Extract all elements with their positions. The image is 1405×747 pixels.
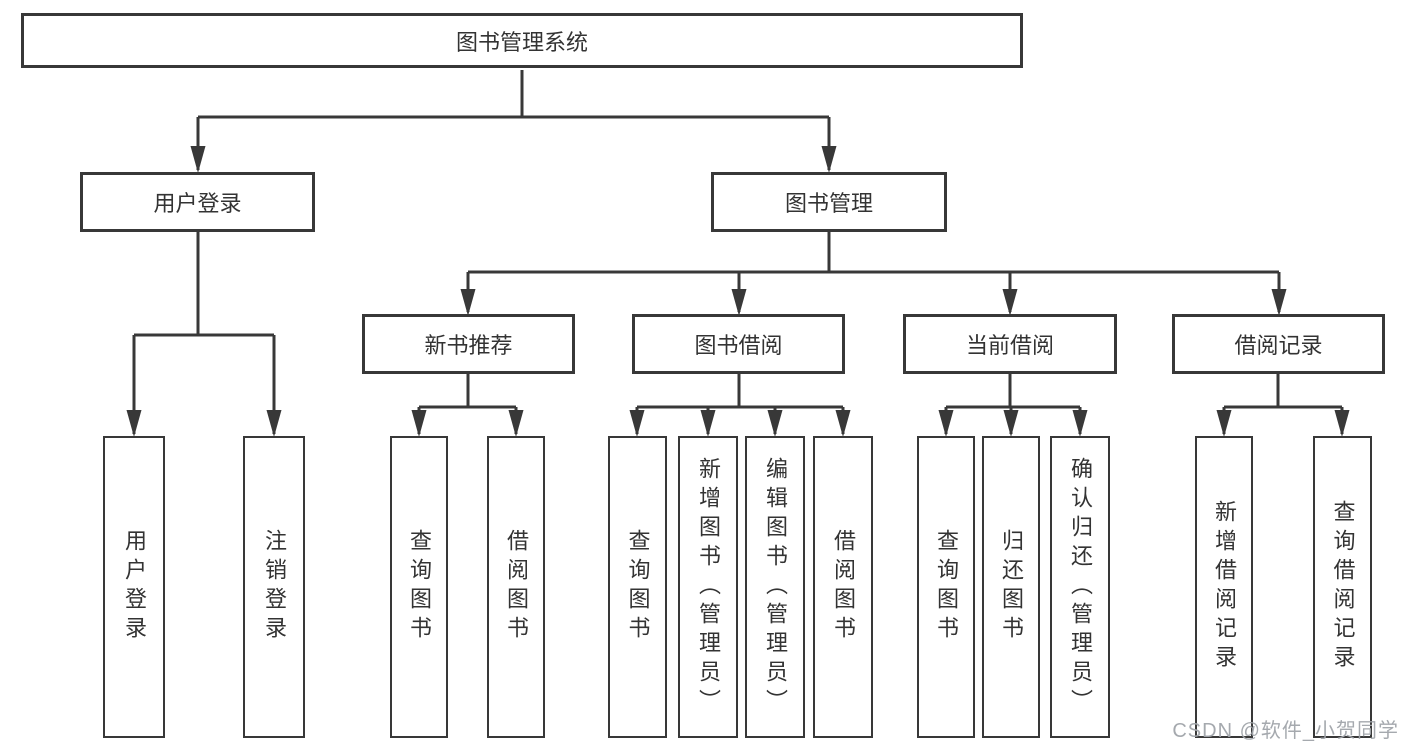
leaf-borrow-books: 借阅图书 bbox=[813, 436, 873, 738]
leaf-confirm-return-admin: 确认归还（管理员） bbox=[1050, 436, 1110, 738]
node-book-management: 图书管理 bbox=[711, 172, 947, 232]
leaf-user-login: 用户登录 bbox=[103, 436, 165, 738]
leaf-edit-books-admin: 编辑图书（管理员） bbox=[745, 436, 805, 738]
leaf-borrow-books-recommend: 借阅图书 bbox=[487, 436, 545, 738]
node-book-borrow: 图书借阅 bbox=[632, 314, 845, 374]
node-current-borrow: 当前借阅 bbox=[903, 314, 1117, 374]
leaf-query-borrow-record: 查询借阅记录 bbox=[1313, 436, 1372, 738]
node-library-management-system: 图书管理系统 bbox=[21, 13, 1023, 68]
leaf-add-books-admin: 新增图书（管理员） bbox=[678, 436, 738, 738]
node-new-book-recommend: 新书推荐 bbox=[362, 314, 575, 374]
leaf-query-books-borrow: 查询图书 bbox=[608, 436, 667, 738]
leaf-logout: 注销登录 bbox=[243, 436, 305, 738]
node-user-login: 用户登录 bbox=[80, 172, 315, 232]
leaf-query-books-recommend: 查询图书 bbox=[390, 436, 448, 738]
leaf-query-books-current: 查询图书 bbox=[917, 436, 975, 738]
leaf-add-borrow-record: 新增借阅记录 bbox=[1195, 436, 1253, 738]
node-borrow-records: 借阅记录 bbox=[1172, 314, 1385, 374]
leaf-return-books: 归还图书 bbox=[982, 436, 1040, 738]
csdn-watermark: CSDN @软件_小贺同学 bbox=[1172, 720, 1399, 742]
arrowheads bbox=[126, 146, 1350, 437]
